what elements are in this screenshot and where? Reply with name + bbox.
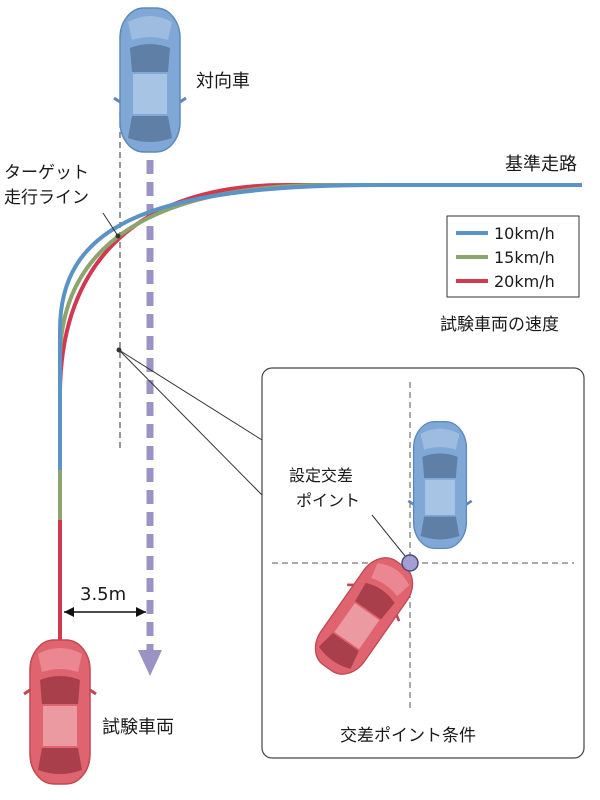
legend-label-0: 10km/h bbox=[494, 224, 555, 243]
path-20kmh bbox=[58, 183, 582, 648]
legend: 10km/h 15km/h 20km/h bbox=[456, 224, 555, 291]
inset-oncoming-car-icon bbox=[407, 420, 473, 550]
reference-path-label: 基準走路 bbox=[505, 154, 577, 175]
oncoming-car-icon bbox=[112, 6, 188, 154]
oncoming-vehicle-label: 対向車 bbox=[196, 71, 250, 92]
inset-point-label-1: 設定交差 bbox=[289, 466, 353, 485]
inset-caption: 交差ポイント条件 bbox=[340, 726, 476, 746]
legend-label-2: 20km/h bbox=[494, 272, 555, 291]
oncoming-path-arrowhead bbox=[138, 650, 162, 676]
test-car-icon bbox=[22, 638, 98, 786]
legend-label-1: 15km/h bbox=[494, 248, 555, 267]
target-pointer-dot bbox=[115, 233, 121, 239]
crossing-point-marker bbox=[401, 554, 419, 572]
target-line-label-1: ターゲット bbox=[4, 163, 89, 183]
path-10kmh bbox=[58, 183, 582, 470]
inset-point-label-2: ポイント bbox=[296, 491, 360, 510]
test-vehicle-label: 試験車両 bbox=[102, 717, 174, 738]
speed-caption: 試験車両の速度 bbox=[440, 315, 559, 335]
inset-pointer-bottom bbox=[118, 349, 263, 496]
offset-label: 3.5m bbox=[80, 584, 126, 605]
inset-pointer-top bbox=[118, 349, 263, 441]
crossing-pointer-line bbox=[371, 514, 406, 557]
target-line-label-2: 走行ライン bbox=[4, 188, 89, 208]
target-pointer-line bbox=[102, 212, 119, 237]
